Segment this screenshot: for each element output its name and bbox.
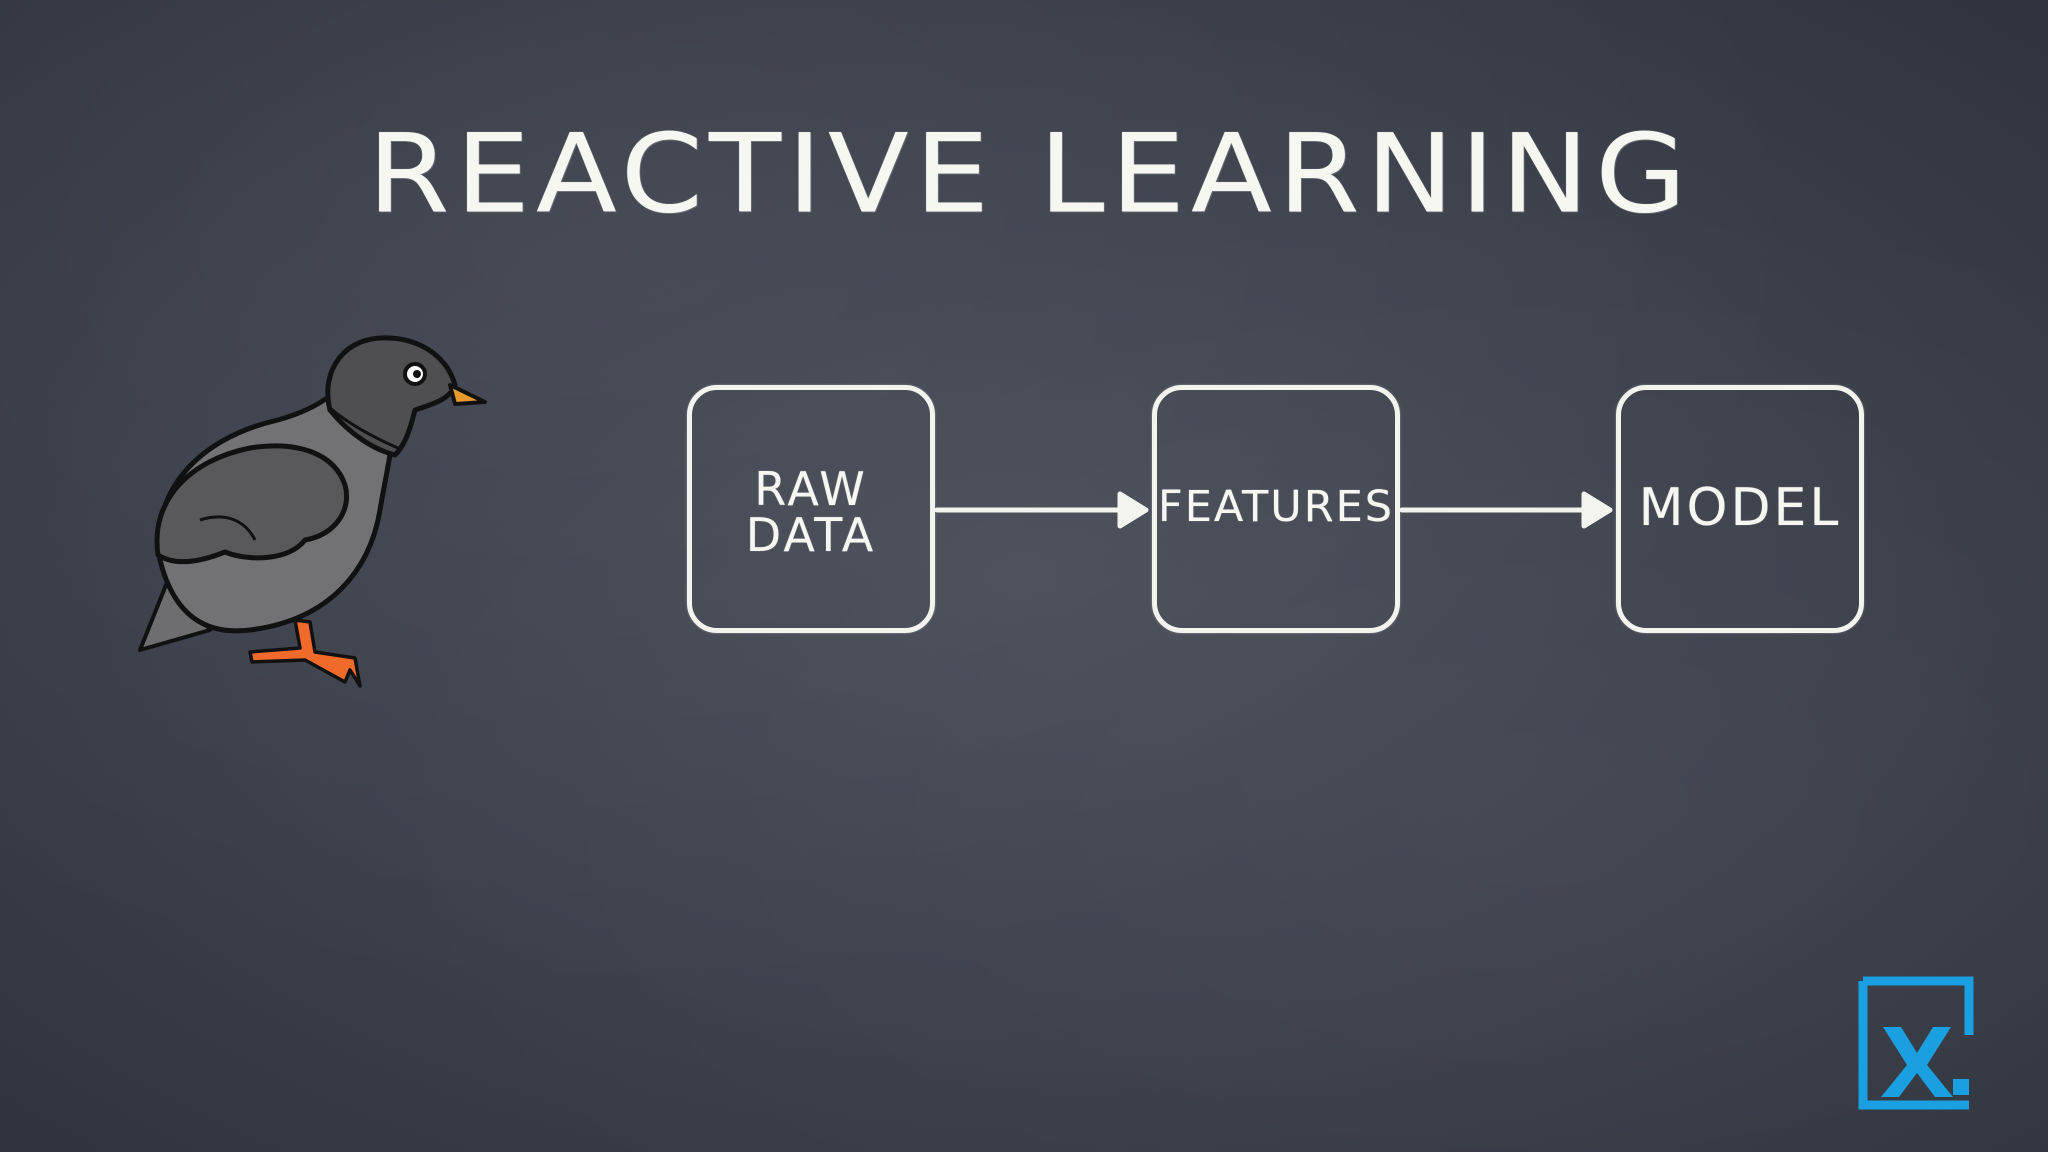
node-features-label: FEATURES — [1157, 482, 1395, 532]
slide-title: REACTIVE LEARNING — [367, 110, 1693, 238]
node-model: MODEL — [1616, 385, 1864, 633]
pigeon-feet — [248, 618, 362, 688]
pigeon-illustration — [138, 335, 487, 688]
node-raw-data-label-line1: RAW — [754, 462, 868, 516]
x-logo-icon — [1858, 976, 1974, 1110]
node-raw-data: RAW DATA — [687, 385, 935, 633]
node-features: FEATURES — [1152, 385, 1400, 633]
edge-features-to-model — [1399, 491, 1613, 529]
node-model-label: MODEL — [1638, 478, 1842, 538]
pigeon-beak — [448, 383, 487, 406]
node-raw-data-label-line2: DATA — [745, 508, 877, 562]
pigeon-wing — [154, 443, 349, 565]
edge-raw-data-to-features — [934, 491, 1149, 529]
